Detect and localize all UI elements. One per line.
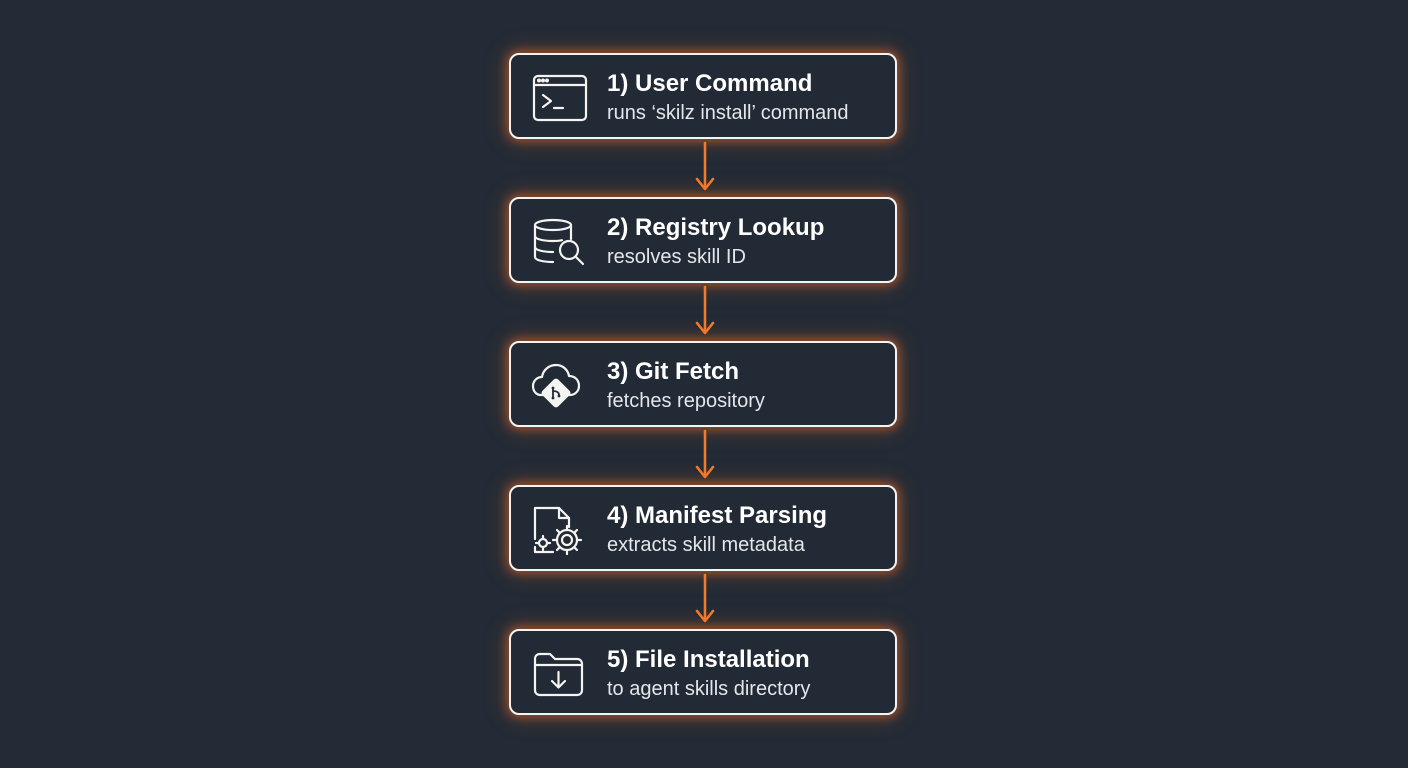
step-title: 3) Git Fetch	[607, 358, 740, 385]
arrow-connector	[694, 429, 716, 483]
step-description: runs ‘skilz install’ command	[607, 102, 849, 124]
folder-download-icon	[531, 649, 589, 699]
database-search-icon	[531, 217, 589, 267]
arrow-connector	[694, 285, 716, 339]
terminal-icon	[531, 73, 589, 123]
step-title: 2) Registry Lookup	[607, 214, 825, 241]
step-title: 1) User Command	[607, 70, 813, 97]
step-registry-lookup: 2) Registry Lookup resolves skill ID	[509, 197, 897, 283]
step-manifest-parsing: 4) Manifest Parsing extracts skill metad…	[509, 485, 897, 571]
step-git-fetch: 3) Git Fetch fetches repository	[509, 341, 897, 427]
step-description: fetches repository	[607, 390, 765, 412]
arrow-connector	[694, 141, 716, 195]
step-user-command: 1) User Command runs ‘skilz install’ com…	[509, 53, 897, 139]
arrow-connector	[694, 573, 716, 627]
step-title: 4) Manifest Parsing	[607, 502, 828, 529]
step-title: 5) File Installation	[607, 646, 810, 673]
step-description: to agent skills directory	[607, 678, 811, 700]
step-file-installation: 5) File Installation to agent skills dir…	[509, 629, 897, 715]
cloud-git-icon	[531, 361, 589, 411]
file-gears-icon	[531, 505, 589, 555]
step-description: extracts skill metadata	[607, 534, 805, 556]
step-description: resolves skill ID	[607, 246, 746, 268]
